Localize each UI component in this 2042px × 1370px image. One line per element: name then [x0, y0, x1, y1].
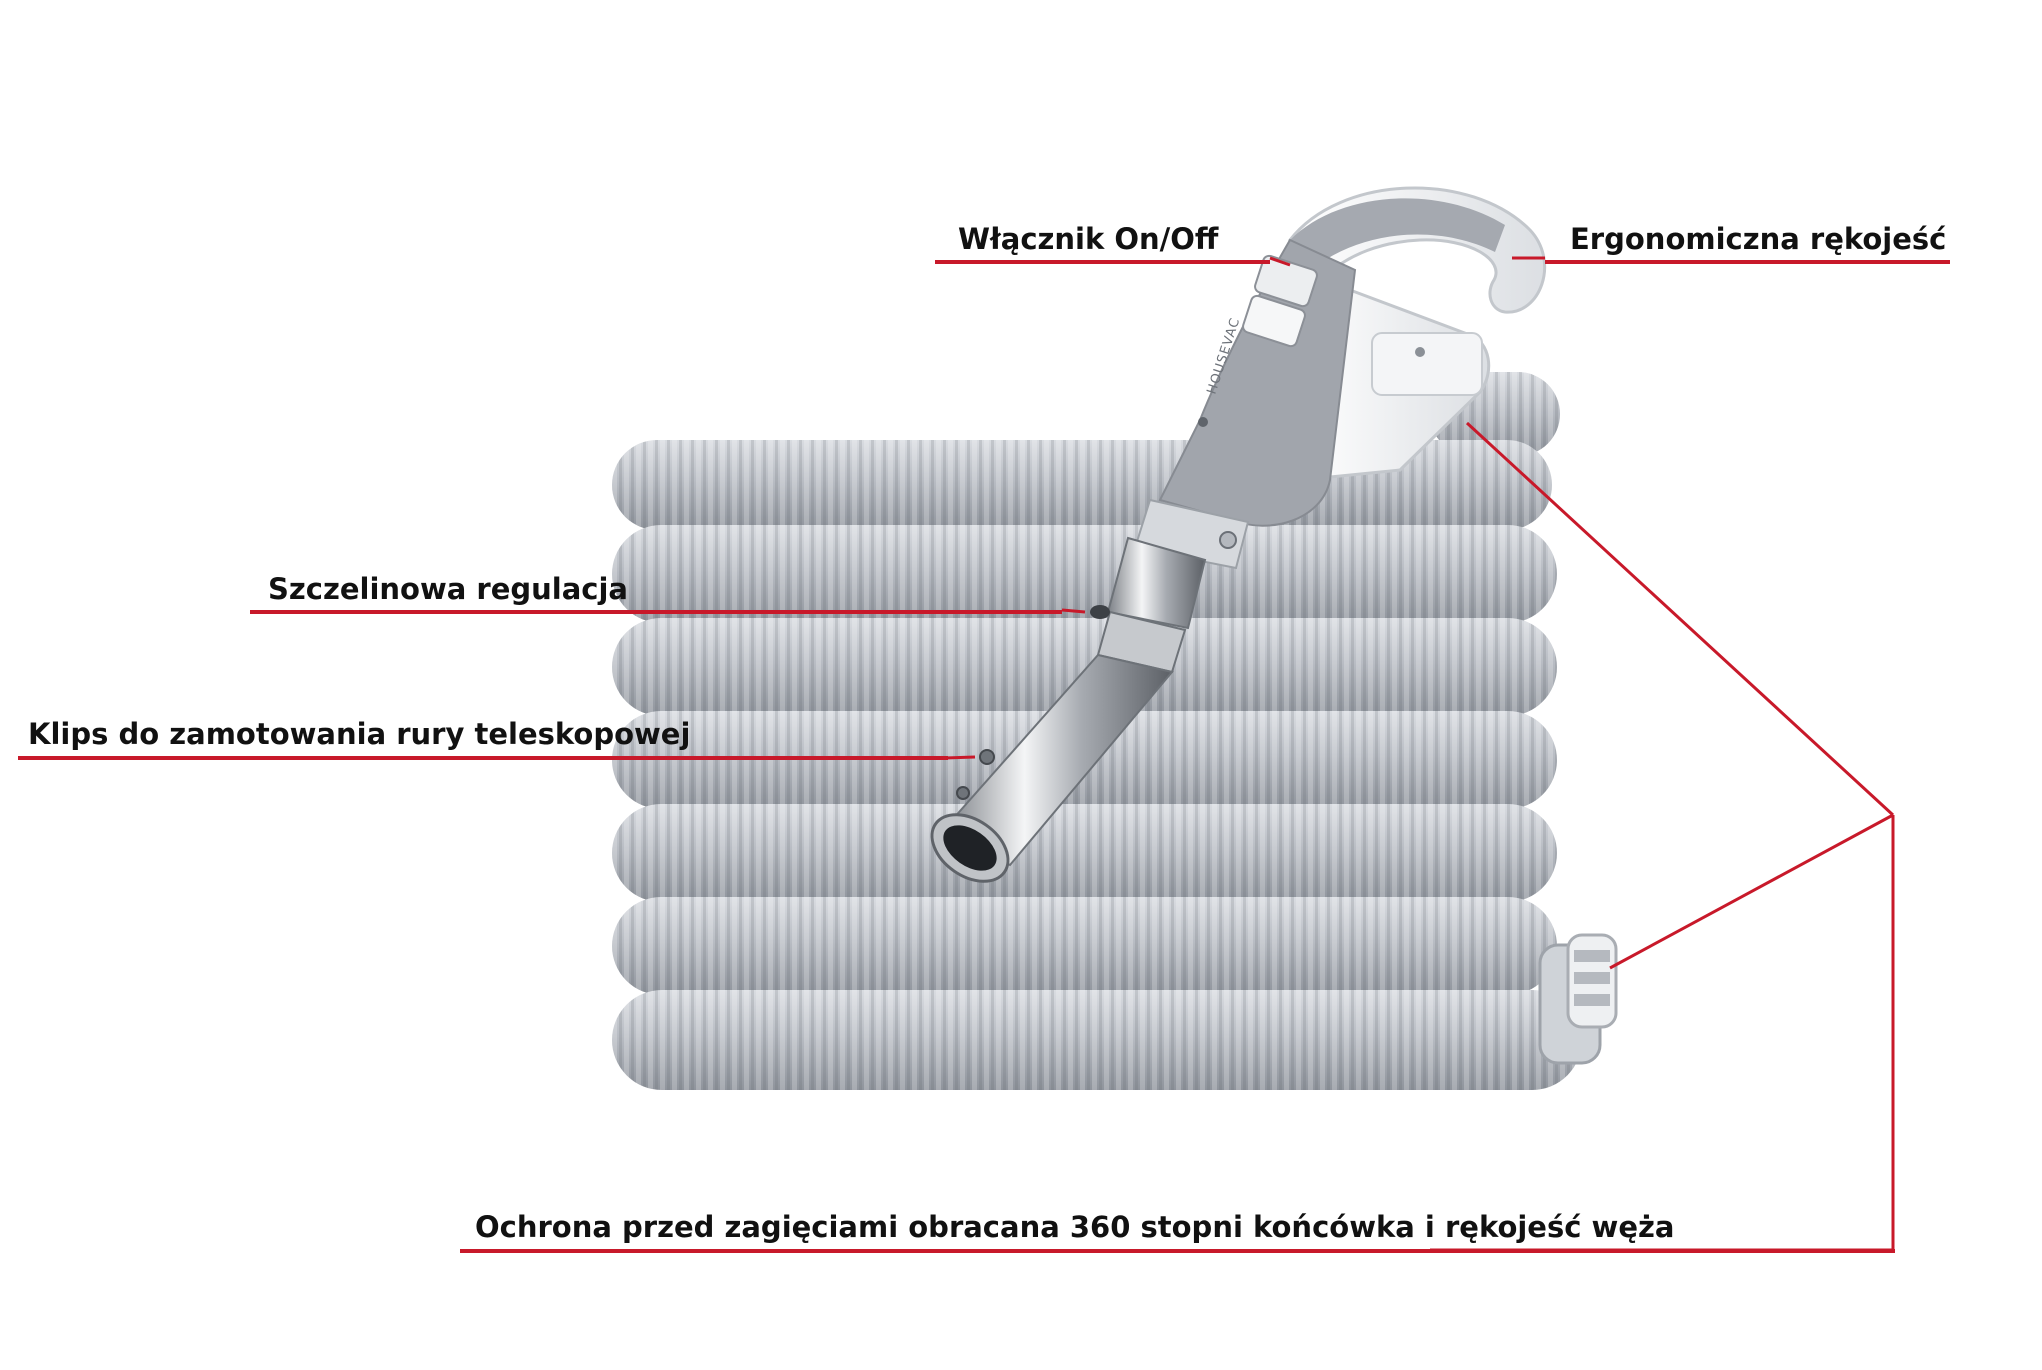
callout-handle-line	[1545, 260, 1950, 264]
callout-switch-label: Włącznik On/Off	[958, 222, 1219, 256]
ergonomic-handle: HOUSEVAC	[1133, 186, 1547, 570]
swivel-cuff	[1538, 933, 1618, 1065]
callout-swivel-label: Ochrona przed zagięciami obracana 360 st…	[475, 1210, 1675, 1244]
callout-clip-line	[18, 756, 948, 760]
callout-swivel-line	[460, 1249, 1895, 1253]
chrome-wand	[930, 536, 1207, 883]
callout-switch-line	[935, 260, 1270, 264]
callout-clip-label: Klips do zamotowania rury teleskopowej	[28, 717, 691, 751]
callout-slot-label: Szczelinowa regulacja	[268, 572, 628, 606]
callout-slot-line	[250, 610, 1062, 614]
callout-handle-label: Ergonomiczna rękojeść	[1570, 222, 1947, 256]
hose-coils	[612, 440, 1582, 1090]
